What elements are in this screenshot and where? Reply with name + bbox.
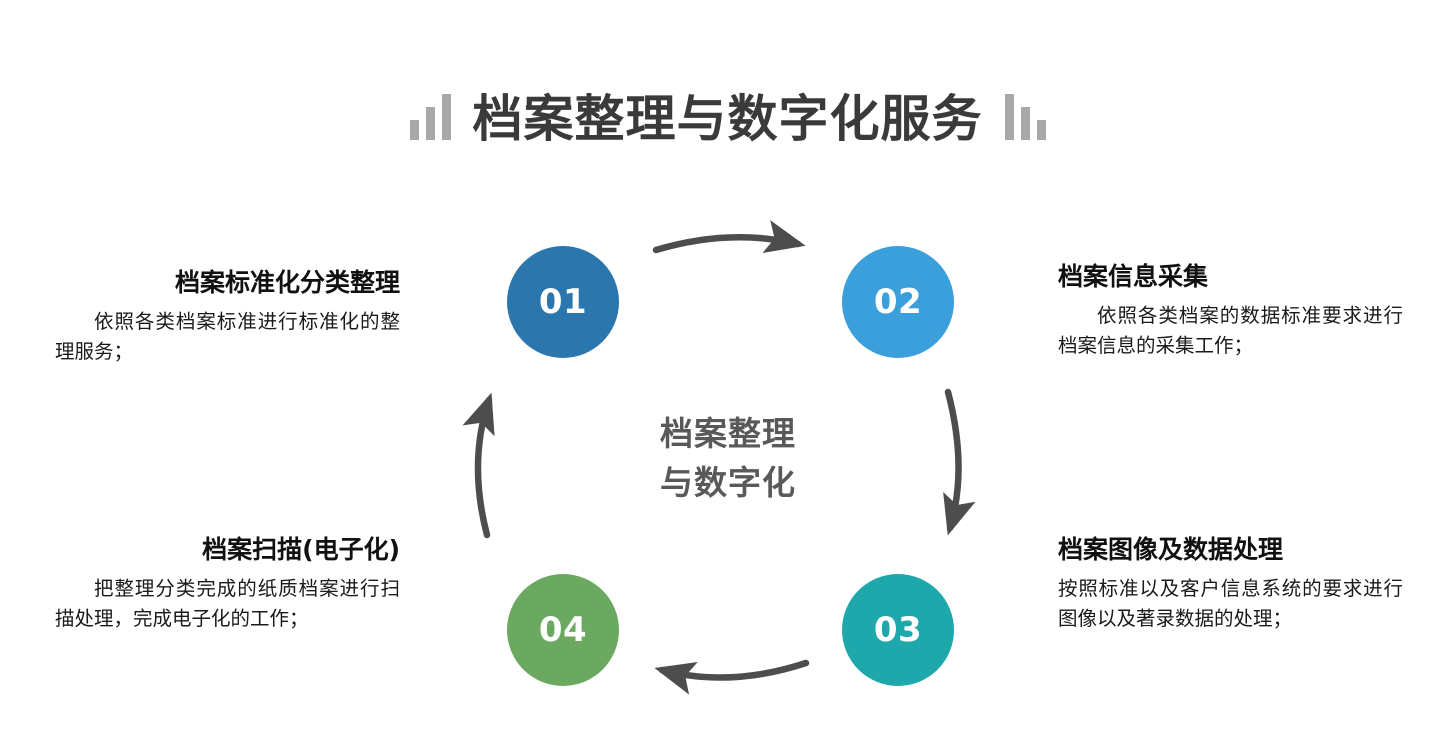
- page-title: 档案整理与数字化服务: [472, 90, 983, 148]
- step-node-03[interactable]: 03: [842, 574, 954, 686]
- step-text-04: 档案扫描(电子化) 把整理分类完成的纸质档案进行扫描处理，完成电子化的工作；: [55, 535, 400, 633]
- step-heading-03: 档案图像及数据处理: [1058, 535, 1284, 564]
- arrow-02-to-03: [943, 388, 976, 536]
- step-number-01: 01: [538, 282, 588, 322]
- step-node-04[interactable]: 04: [507, 574, 619, 686]
- center-label-line2: 与数字化: [660, 462, 796, 502]
- descending-bars-icon: [1004, 94, 1046, 144]
- step-heading-04: 档案扫描(电子化): [202, 535, 400, 564]
- step-node-01[interactable]: 01: [507, 246, 619, 358]
- ascending-bars-icon: [409, 94, 451, 144]
- step-body-03: 按照标准以及客户信息系统的要求进行图像以及著录数据的处理；: [1058, 577, 1403, 630]
- step-body-02: 依照各类档案的数据标准要求进行档案信息的采集工作；: [1058, 304, 1403, 357]
- step-number-04: 04: [538, 610, 588, 650]
- step-text-03: 档案图像及数据处理 按照标准以及客户信息系统的要求进行图像以及著录数据的处理；: [1058, 535, 1403, 633]
- arrow-04-to-01: [462, 392, 495, 539]
- step-heading-01: 档案标准化分类整理: [174, 268, 400, 297]
- step-number-02: 02: [873, 282, 923, 322]
- center-label-line1: 档案整理: [660, 414, 796, 453]
- step-text-02: 档案信息采集 依照各类档案的数据标准要求进行档案信息的采集工作；: [1058, 262, 1403, 360]
- step-body-01: 依照各类档案标准进行标准化的整理服务；: [55, 310, 400, 363]
- step-number-03: 03: [873, 610, 923, 650]
- step-text-01: 档案标准化分类整理 依照各类档案标准进行标准化的整理服务；: [55, 268, 400, 366]
- step-body-04: 把整理分类完成的纸质档案进行扫描处理，完成电子化的工作；: [55, 577, 400, 630]
- arrow-01-to-02: [652, 220, 806, 254]
- step-node-02[interactable]: 02: [842, 246, 954, 358]
- title-row: 档案整理与数字化服务: [0, 72, 1455, 144]
- step-heading-02: 档案信息采集: [1058, 262, 1209, 291]
- center-label: 档案整理 与数字化: [563, 410, 893, 508]
- arrow-03-to-04: [654, 659, 810, 695]
